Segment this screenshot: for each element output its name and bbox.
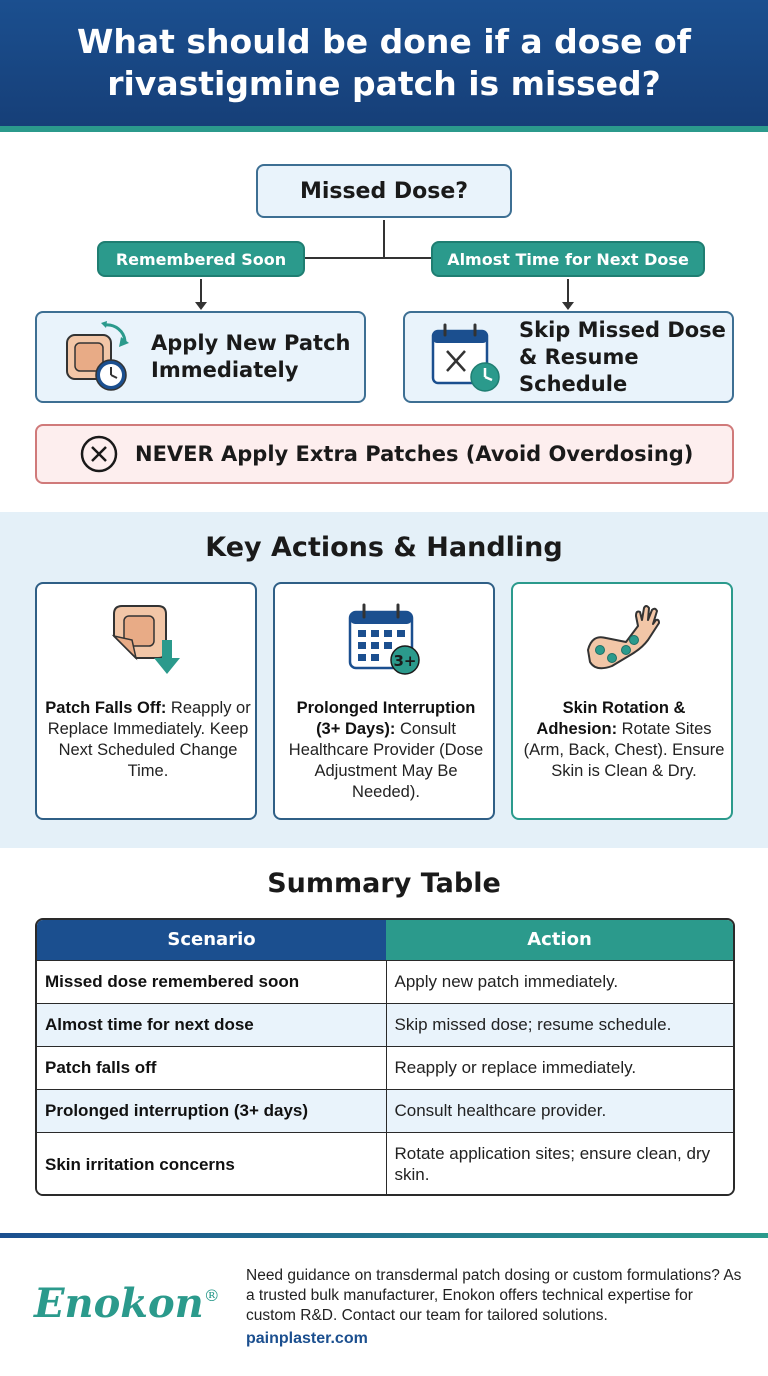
- action-apply-new-patch: Apply New Patch Immediately: [35, 311, 366, 403]
- table-cell-scenario: Missed dose remembered soon: [37, 959, 387, 1003]
- missed-dose-flowchart: Missed Dose? Remembered Soon Almost Time…: [0, 138, 768, 510]
- table-row: Skin irritation concerns Rotate applicat…: [37, 1131, 733, 1194]
- branch-almost-next-dose: Almost Time for Next Dose: [431, 241, 705, 277]
- summary-table-title: Summary Table: [267, 868, 501, 899]
- table-cell-action: Reapply or replace immediately.: [386, 1045, 733, 1089]
- flowchart-connectors: [195, 220, 574, 310]
- card-patch-falls-off-heading: Patch Falls Off:: [45, 699, 171, 717]
- footer-divider: [0, 1233, 768, 1238]
- card-prolonged-interruption: 3+ Prolonged Interruption (3+ Days): Con…: [273, 582, 495, 820]
- missed-dose-question: Missed Dose?: [256, 164, 512, 218]
- warning-no-extra-patches: NEVER Apply Extra Patches (Avoid Overdos…: [35, 424, 734, 484]
- action-skip-missed-dose-label: Skip Missed Dose & Resume Schedule: [519, 317, 726, 396]
- key-actions-title: Key Actions & Handling: [205, 532, 563, 563]
- website-link[interactable]: painplaster.com: [246, 1330, 368, 1347]
- footer-description: Need guidance on transdermal patch dosin…: [246, 1267, 742, 1324]
- card-skin-rotation: Skin Rotation & Adhesion: Rotate Sites (…: [511, 582, 733, 820]
- enokon-logo: Enokon®: [34, 1280, 220, 1327]
- card-prolonged-interruption-body: Consult Healthcare Provider (Dose Adjust…: [288, 720, 484, 801]
- card-skin-rotation-heading: Skin Rotation & Adhesion:: [536, 699, 686, 738]
- table-cell-action: Consult healthcare provider.: [386, 1088, 733, 1132]
- table-row: Missed dose remembered soon Apply new pa…: [37, 959, 733, 1003]
- table-cell-scenario: Skin irritation concerns: [37, 1131, 387, 1194]
- patch-falls-off-icon: [111, 605, 180, 674]
- table-cell-scenario: Prolonged interruption (3+ days): [37, 1088, 387, 1132]
- card-patch-falls-off-body: Reapply or Replace Immediately. Keep Nex…: [47, 699, 251, 780]
- table-cell-action: Skip missed dose; resume schedule.: [386, 1002, 733, 1046]
- branch-remembered-soon: Remembered Soon: [97, 241, 305, 277]
- card-patch-falls-off: Patch Falls Off: Reapply or Replace Imme…: [35, 582, 257, 820]
- close-circle-icon: [80, 435, 118, 473]
- calendar-clock-icon: [431, 323, 500, 392]
- table-cell-scenario: Almost time for next dose: [37, 1002, 387, 1046]
- column-header-action: Action: [386, 920, 733, 960]
- patch-clock-icon: [66, 321, 129, 391]
- action-skip-missed-dose: Skip Missed Dose & Resume Schedule: [403, 311, 734, 403]
- action-apply-new-patch-label: Apply New Patch Immediately: [151, 331, 351, 382]
- arm-rotation-icon: [587, 605, 660, 670]
- summary-table: Scenario Action Missed dose remembered s…: [35, 918, 735, 1196]
- table-cell-action: Apply new patch immediately.: [386, 959, 733, 1003]
- table-row: Almost time for next dose Skip missed do…: [37, 1002, 733, 1046]
- column-header-scenario: Scenario: [37, 920, 386, 960]
- logo-text: Enokon: [34, 1280, 204, 1327]
- table-cell-scenario: Patch falls off: [37, 1045, 387, 1089]
- card-skin-rotation-body: Rotate Sites (Arm, Back, Chest). Ensure …: [523, 720, 725, 780]
- calendar-badge-text: 3+: [393, 652, 416, 670]
- calendar-3plus-icon: 3+: [348, 603, 420, 675]
- arrowhead-right: [562, 302, 574, 310]
- header-banner: What should be done if a dose of rivasti…: [0, 0, 768, 132]
- key-actions-section: Key Actions & Handling Patch Falls Off: …: [0, 512, 768, 848]
- registered-mark: ®: [203, 1286, 220, 1305]
- warning-label: NEVER Apply Extra Patches (Avoid Overdos…: [135, 442, 694, 466]
- table-row: Prolonged interruption (3+ days) Consult…: [37, 1088, 733, 1132]
- card-prolonged-interruption-heading: Prolonged Interruption (3+ Days):: [296, 699, 476, 738]
- arrowhead-left: [195, 302, 207, 310]
- table-row: Patch falls off Reapply or replace immed…: [37, 1045, 733, 1089]
- page-title: What should be done if a dose of rivasti…: [76, 22, 692, 103]
- table-cell-action: Rotate application sites; ensure clean, …: [386, 1131, 733, 1194]
